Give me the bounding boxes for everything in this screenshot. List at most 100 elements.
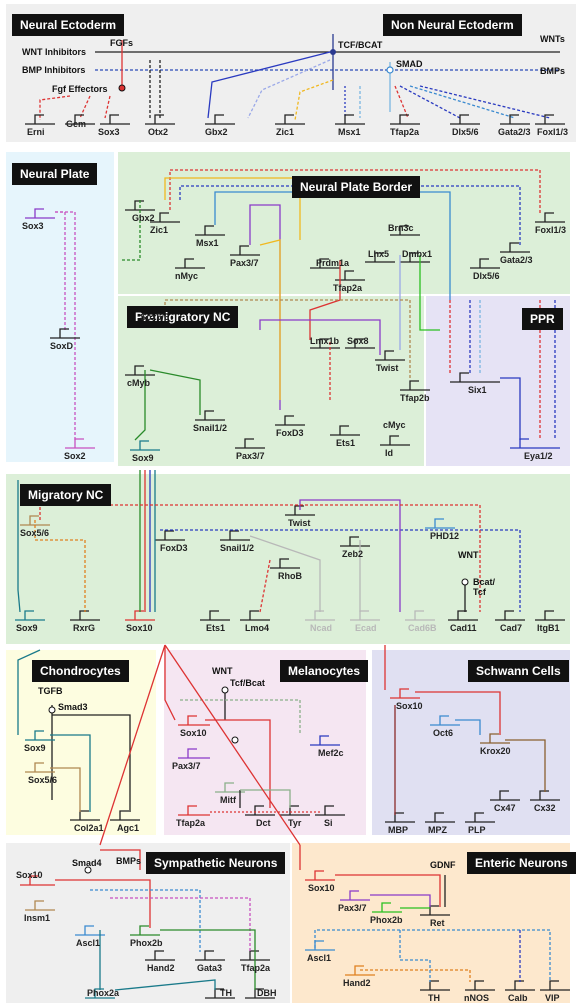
gene-rxrg: RxrG bbox=[73, 623, 96, 633]
gene-dmbx1: Dmbx1 bbox=[402, 249, 433, 259]
gene-cmyb: cMyb bbox=[127, 378, 151, 388]
header-chondrocytes: Chondrocytes bbox=[32, 660, 129, 682]
gene-vip: VIP bbox=[545, 993, 560, 1003]
gene-ecad: Ecad bbox=[355, 623, 377, 633]
header-non-neural-ectoderm: Non Neural Ectoderm bbox=[383, 14, 522, 36]
gene-sox56-chondro: Sox5/6 bbox=[28, 775, 58, 785]
gene-snail12-mig: Snail1/2 bbox=[220, 543, 255, 553]
gene-calb: Calb bbox=[508, 993, 528, 1003]
gene-itgb1: ItgB1 bbox=[537, 623, 560, 633]
gene-hand2-enteric: Hand2 bbox=[343, 978, 371, 988]
gene-sox2: Sox2 bbox=[64, 451, 86, 461]
header-migratory-nc: Migratory NC bbox=[20, 484, 112, 506]
gene-dct: Dct bbox=[256, 818, 271, 828]
gene-agc1: Agc1 bbox=[117, 823, 140, 833]
gene-sox56-mig: Sox5/6 bbox=[20, 528, 50, 538]
gene-th-symp: TH bbox=[220, 988, 232, 998]
gene-ets1-pre: Ets1 bbox=[336, 438, 356, 448]
gene-tfap2a-symp: Tfap2a bbox=[241, 963, 271, 973]
gene-gbx2-npb: Gbx2 bbox=[132, 213, 155, 223]
gene-th-enteric: TH bbox=[428, 993, 440, 1003]
gene-phox2b-symp: Phox2b bbox=[130, 938, 163, 948]
signal-wnt-inhibitors: WNT Inhibitors bbox=[22, 47, 86, 57]
signal-bmp-inhibitors: BMP Inhibitors bbox=[22, 65, 86, 75]
gene-hand2-symp: Hand2 bbox=[147, 963, 175, 973]
region-npb-bg bbox=[118, 152, 570, 294]
signal-fgfs: FGFs bbox=[110, 38, 134, 48]
signal-tgfb: TGFB bbox=[38, 686, 63, 696]
gene-soxd: SoxD bbox=[50, 341, 74, 351]
gene-insm1: Insm1 bbox=[24, 913, 51, 923]
signal-smad: SMAD bbox=[396, 59, 423, 69]
gene-foxd3-pre: FoxD3 bbox=[276, 428, 304, 438]
gene-ascl1-symp: Ascl1 bbox=[76, 938, 101, 948]
gene-lmo4: Lmo4 bbox=[245, 623, 270, 633]
header-neural-plate: Neural Plate bbox=[12, 163, 98, 185]
gene-rhob: RhoB bbox=[278, 571, 302, 581]
signal-wnts: WNTs bbox=[540, 34, 565, 44]
gene-phox2a: Phox2a bbox=[87, 988, 120, 998]
gene-gata3: Gata3 bbox=[197, 963, 223, 973]
gene-tfap2a-ecto: Tfap2a bbox=[390, 127, 420, 137]
gene-otx2: Otx2 bbox=[148, 127, 169, 137]
header-schwann-cells: Schwann Cells bbox=[468, 660, 569, 682]
gene-sox9-chondro: Sox9 bbox=[24, 743, 46, 753]
gene-dlx56-ecto: Dlx5/6 bbox=[452, 127, 479, 137]
gene-six1: Six1 bbox=[468, 385, 487, 395]
signal-wnt-migratory: WNT bbox=[458, 550, 479, 560]
gene-erni: Erni bbox=[27, 127, 45, 137]
gene-id: Id bbox=[385, 448, 393, 458]
gene-sox10-melano: Sox10 bbox=[180, 728, 207, 738]
gene-ncad: Ncad bbox=[310, 623, 333, 633]
region-neural-plate-bg bbox=[6, 152, 114, 462]
signal-smad3: Smad3 bbox=[58, 702, 88, 712]
gene-cx32: Cx32 bbox=[534, 803, 556, 813]
gene-zic1-npb: Zic1 bbox=[150, 225, 169, 235]
header-premigratory-nc: Premigratory NC bbox=[127, 306, 239, 328]
gene-sox10-enteric: Sox10 bbox=[308, 883, 335, 893]
gene-gem: Gem bbox=[66, 119, 87, 129]
gene-sox9-mig: Sox9 bbox=[16, 623, 38, 633]
gene-sox10-mig: Sox10 bbox=[126, 623, 153, 633]
gene-tfap2a-npb: Tfap2a bbox=[333, 283, 363, 293]
gene-prdm1a: Prdm1a bbox=[316, 258, 350, 268]
signal-bmps-symp: BMPs bbox=[116, 856, 142, 866]
gene-cad6b: Cad6B bbox=[408, 623, 437, 633]
gene-ascl1-enteric: Ascl1 bbox=[307, 953, 332, 963]
header-neural-ectoderm: Neural Ectoderm bbox=[12, 14, 125, 36]
gene-col2a1: Col2a1 bbox=[74, 823, 104, 833]
gene-cx47: Cx47 bbox=[494, 803, 516, 813]
gene-msx1-ecto: Msx1 bbox=[338, 127, 361, 137]
gene-lhx5: Lhx5 bbox=[368, 249, 390, 259]
gene-pax37-npb: Pax3/7 bbox=[230, 258, 259, 268]
gene-pax37-pre: Pax3/7 bbox=[236, 451, 265, 461]
gene-sox9-pre: Sox9 bbox=[132, 453, 154, 463]
gene-phox2b-enteric: Phox2b bbox=[370, 915, 403, 925]
gene-tfap2b: Tfap2b bbox=[400, 393, 430, 403]
signal-gdnf: GDNF bbox=[430, 860, 456, 870]
gene-eya12: Eya1/2 bbox=[524, 451, 553, 461]
header-neural-plate-border: Neural Plate Border bbox=[292, 176, 421, 198]
gene-zic1-ecto: Zic1 bbox=[276, 127, 295, 137]
signal-bcat-tcf-2: Tcf bbox=[473, 587, 486, 597]
gene-gata23-npb: Gata2/3 bbox=[500, 255, 533, 265]
gene-tyr: Tyr bbox=[288, 818, 302, 828]
gene-dbh: DBH bbox=[257, 988, 277, 998]
gene-nmyc: nMyc bbox=[175, 271, 199, 281]
gene-oct6: Oct6 bbox=[433, 728, 454, 738]
signal-fgf-effectors: Fgf Effectors bbox=[52, 84, 108, 94]
gene-mbp: MBP bbox=[388, 825, 408, 835]
gene-twist-pre: Twist bbox=[376, 363, 399, 373]
gene-si: Si bbox=[324, 818, 333, 828]
gene-msx1-npb: Msx1 bbox=[196, 238, 219, 248]
gene-twist-mig: Twist bbox=[288, 518, 311, 528]
gene-zeb2: Zeb2 bbox=[342, 549, 364, 559]
gene-foxd3-mig: FoxD3 bbox=[160, 543, 188, 553]
gene-foxi13-ecto: FoxI1/3 bbox=[537, 127, 569, 137]
gene-lmx1b: Lmx1b bbox=[310, 336, 340, 346]
gene-gbx2-ecto: Gbx2 bbox=[205, 127, 228, 137]
gene-cad7: Cad7 bbox=[500, 623, 523, 633]
gene-cmyc: cMyc bbox=[383, 420, 406, 430]
